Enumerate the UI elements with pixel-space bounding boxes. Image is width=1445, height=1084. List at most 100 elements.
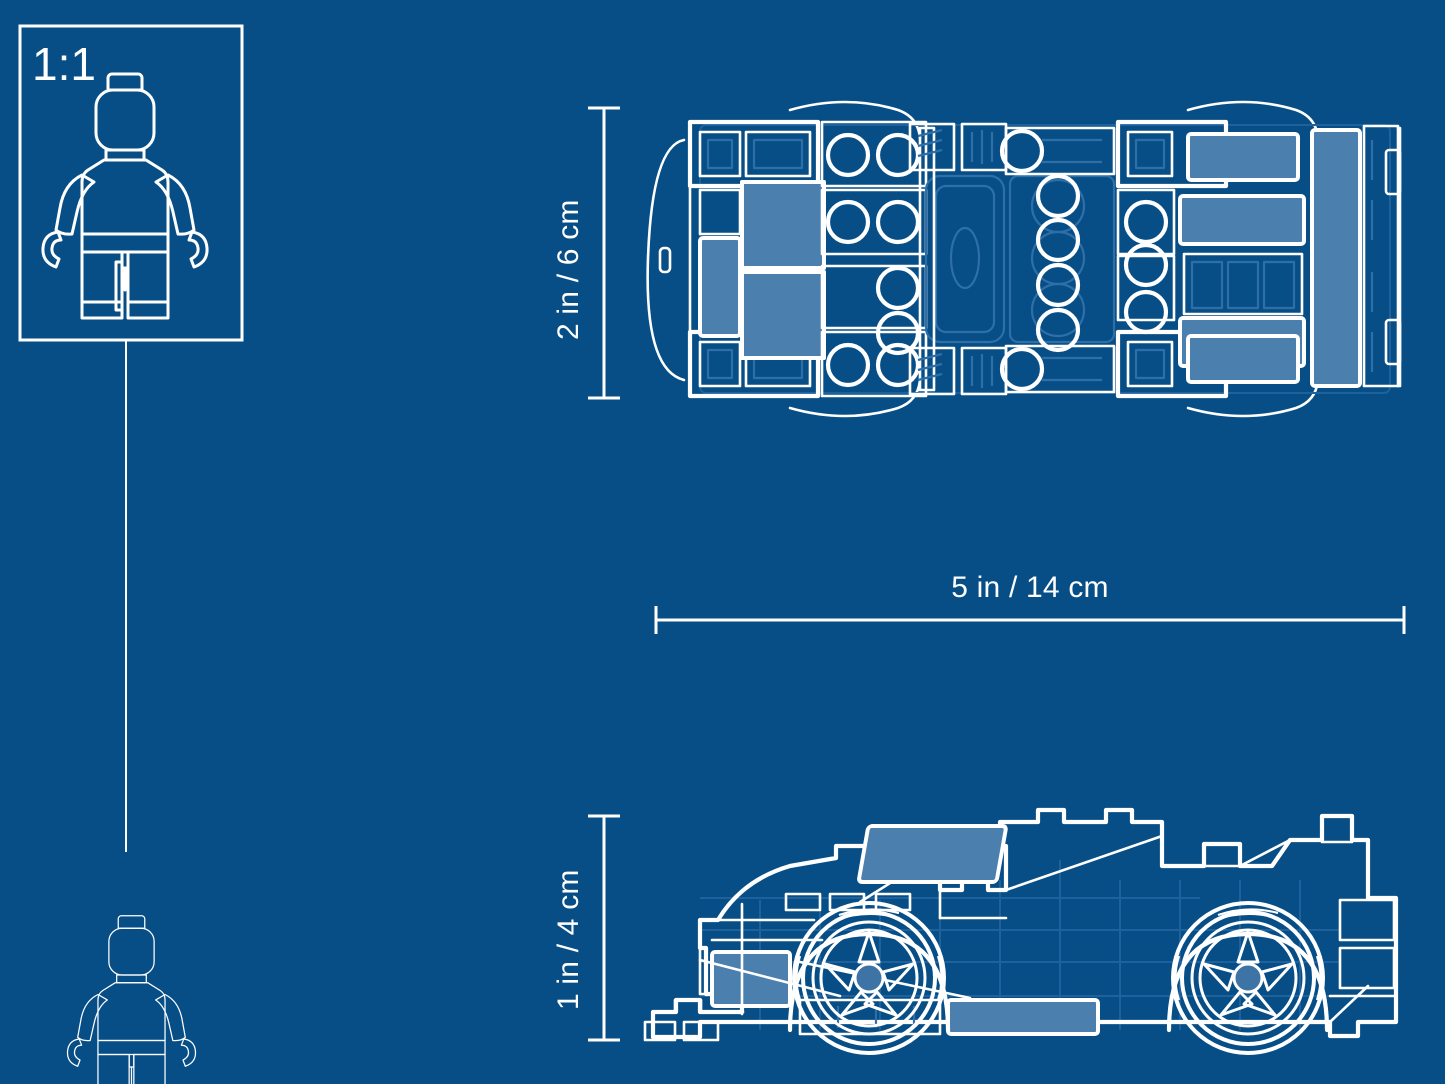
- rear-spoiler-bar: [1310, 128, 1362, 388]
- engine-slat: [1262, 260, 1296, 310]
- hand-right-small: [180, 1038, 197, 1067]
- front-wheel: [792, 901, 946, 1055]
- hand-left-small: [66, 1038, 83, 1067]
- dimension-height-top-view: 2 in / 6 cm: [552, 106, 620, 400]
- tire-brand-underline: [834, 912, 900, 922]
- rear-stud-block-1: [1116, 188, 1176, 256]
- roof-rear-strip: [1004, 344, 1116, 394]
- scale-callout-box: 1:1: [18, 24, 244, 342]
- leg-right-small: [133, 1053, 166, 1084]
- stud: [1123, 289, 1169, 335]
- spoiler-strut: [1238, 838, 1292, 868]
- leg-left-body: [80, 250, 124, 320]
- roof-front-strip: [1004, 126, 1116, 176]
- dimension-label-length: 5 in / 14 cm: [951, 571, 1108, 604]
- hood-panel-upper: [740, 180, 826, 270]
- roof-wedge-panel: [857, 824, 1008, 884]
- rear-wheel-arch: [1166, 931, 1330, 1033]
- windshield-inner-ghost: [934, 184, 996, 334]
- hand-left: [41, 230, 63, 269]
- splitter-stud-left: [643, 1020, 677, 1042]
- stud: [1035, 307, 1081, 353]
- stud: [875, 342, 921, 388]
- rear-stud-column: [1116, 188, 1176, 335]
- stud: [1035, 262, 1081, 308]
- tire-brand-underline: [1213, 912, 1279, 922]
- arm-right-small: [155, 993, 186, 1042]
- roof-ring-ghost: [1030, 282, 1086, 338]
- tire-brand-text-mark: [838, 908, 900, 917]
- windshield-ghost: [924, 174, 1006, 344]
- windshield-rail: [918, 126, 936, 392]
- ghost-h-line: [700, 897, 1340, 997]
- stud: [875, 265, 921, 311]
- rear-spoiler-end: [1362, 124, 1400, 388]
- stud: [825, 199, 871, 245]
- stud: [1035, 173, 1081, 219]
- rim-inner: [1198, 928, 1298, 1028]
- rim-inner: [819, 928, 919, 1028]
- rim-spokes: [823, 930, 915, 1017]
- rear-diffuser: [1328, 994, 1398, 1024]
- hub-center: [853, 962, 885, 994]
- rear-left-tile: [1126, 130, 1174, 178]
- engine-slat: [1190, 260, 1224, 310]
- rear-cap: [1396, 126, 1402, 388]
- front-bumper-panel: [710, 950, 792, 1008]
- front-right-tile-a-inner: [706, 348, 734, 380]
- rocker-panel-rear: [946, 998, 1100, 1036]
- car-side-view: [643, 807, 1399, 1055]
- rear-left-tile-inner: [1134, 138, 1166, 170]
- mirror-tile-top-hatch: [970, 130, 994, 164]
- front-right-tile-a: [698, 340, 742, 388]
- front-left-tile-b-inner: [752, 138, 804, 170]
- scale-box-frame: [18, 24, 244, 342]
- spoiler-fin: [1320, 814, 1354, 844]
- cockpit-tile-top-hatch: [917, 128, 943, 158]
- dimension-length-car: 5 in / 14 cm: [654, 571, 1406, 634]
- rim-outer: [811, 920, 927, 1036]
- windshield-center-ghost: [949, 226, 981, 290]
- tire-brand-text-mark: [1217, 908, 1279, 917]
- front-left-tile-b: [744, 130, 812, 178]
- dimension-height-side-view: 1 in / 4 cm: [552, 814, 620, 1042]
- rear-right-tile-inner: [1134, 348, 1166, 380]
- tire-outer: [792, 901, 946, 1055]
- engine-bay: [1182, 252, 1304, 316]
- roof-stud-column: [999, 126, 1116, 394]
- roof-strip-hatch: [1042, 138, 1102, 382]
- arm-left: [54, 173, 96, 236]
- leg-left-small: [97, 1053, 130, 1084]
- roof-slope: [1004, 834, 1164, 892]
- hood-panel-lower: [740, 270, 826, 360]
- stud: [825, 132, 871, 178]
- stud: [999, 128, 1045, 174]
- front-left-tile-a: [698, 130, 742, 178]
- front-splitter: [651, 998, 745, 1014]
- diffuser-angle: [1328, 984, 1370, 1024]
- mirror-tile-bottom-hatch: [970, 354, 994, 388]
- stud-block-3: [820, 330, 928, 398]
- front-hitch: [658, 246, 672, 274]
- cockpit-tile-bottom: [908, 346, 956, 396]
- hood-side-panel: [698, 236, 742, 338]
- stud: [825, 342, 871, 388]
- rear-right-tile: [1126, 340, 1174, 388]
- car-top-view: [646, 100, 1402, 418]
- rear-engine-slats: [1182, 252, 1304, 316]
- rear-bumper-upper: [1338, 898, 1396, 942]
- stud: [875, 199, 921, 245]
- dimension-label-height-side: 1 in / 4 cm: [552, 869, 585, 1010]
- tire-outer: [1171, 901, 1325, 1055]
- stud: [1123, 242, 1169, 288]
- rear-stud-block-2: [1116, 254, 1176, 322]
- rear-panel-upper: [1178, 194, 1306, 246]
- arm-left-small: [77, 993, 108, 1042]
- front-wheel-arch: [787, 931, 951, 1033]
- cockpit-tile-bottom-hatch: [917, 352, 943, 382]
- stud: [999, 346, 1045, 392]
- hood-stud: [784, 892, 822, 912]
- cockpit-tile-top: [908, 122, 956, 172]
- hand-right: [187, 230, 209, 269]
